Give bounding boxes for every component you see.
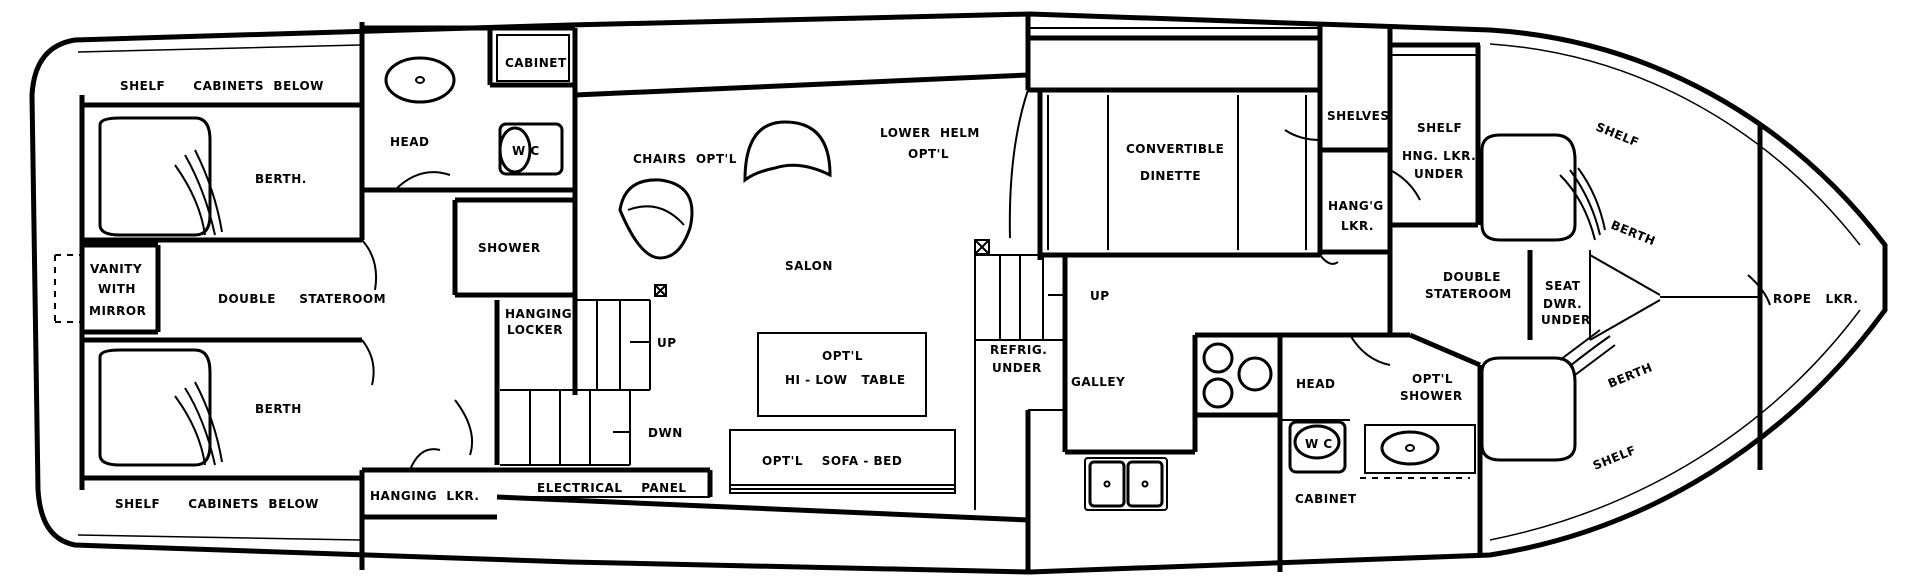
label-table-2: HI - LOW TABLE xyxy=(785,373,906,387)
hi-low-table xyxy=(757,332,927,417)
label-refrig-1: REFRIG. xyxy=(990,343,1047,357)
label-electrical-panel: ELECTRICAL PANEL xyxy=(537,481,687,495)
forward-shelf-locker xyxy=(1389,42,1481,228)
label-seat-1: SEAT xyxy=(1545,279,1581,293)
label-shelf-cabinets-top: SHELF CABINETS BELOW xyxy=(120,79,324,93)
label-lower-helm-2: OPT'L xyxy=(908,147,949,161)
galley-stairs xyxy=(974,254,1066,510)
label-convertible: CONVERTIBLE xyxy=(1126,142,1224,156)
label-shelf-cabinets-bottom: SHELF CABINETS BELOW xyxy=(115,497,319,511)
label-refrig-2: UNDER xyxy=(992,361,1042,375)
label-seat-3: UNDER xyxy=(1541,313,1591,327)
label-wc-aft: W C xyxy=(512,144,540,158)
hull-outline xyxy=(29,11,1888,575)
label-opt-shower-2: SHOWER xyxy=(1400,389,1463,403)
label-table-1: OPT'L xyxy=(822,349,863,363)
label-dwn: DWN xyxy=(648,426,683,440)
label-shelves: SHELVES xyxy=(1327,109,1390,123)
label-berth-bow-bottom: BERTH xyxy=(1606,360,1655,391)
label-up-aft: UP xyxy=(657,336,677,350)
label-vanity-2: WITH xyxy=(98,282,136,296)
label-seat-2: DWR. xyxy=(1543,297,1582,311)
label-cabinet-fwd: CABINET xyxy=(1295,492,1357,506)
label-opt-shower-1: OPT'L xyxy=(1412,372,1453,386)
label-hanging-lkr: HANGING LKR. xyxy=(370,489,479,503)
label-galley: GALLEY xyxy=(1071,375,1125,389)
label-hangg-2: LKR. xyxy=(1341,219,1374,233)
label-double-stateroom-fwd-2: STATEROOM xyxy=(1425,287,1512,301)
sofa-bed xyxy=(729,429,956,494)
label-shelf-bow-bottom: SHELF xyxy=(1591,443,1638,473)
label-sofa-bed: OPT'L SOFA - BED xyxy=(762,454,902,468)
label-double-stateroom-aft: DOUBLE STATEROOM xyxy=(218,292,386,306)
label-head-fwd: HEAD xyxy=(1296,377,1336,391)
salon-chair-2 xyxy=(618,178,694,260)
galley-symbol xyxy=(974,239,990,255)
shower xyxy=(452,197,575,298)
label-vanity-1: VANITY xyxy=(90,262,142,276)
door-swings xyxy=(361,239,1339,386)
label-berth-aft-top: BERTH. xyxy=(255,172,307,186)
label-hangg-1: HANG'G xyxy=(1328,199,1384,213)
label-rope-lkr: ROPE LKR. xyxy=(1773,292,1858,306)
label-wc-fwd: W C xyxy=(1305,437,1333,451)
dinette xyxy=(1028,87,1321,260)
label-hanging-locker-2: LOCKER xyxy=(507,323,563,337)
label-up-fwd: UP xyxy=(1090,289,1110,303)
aft-berth-bottom xyxy=(98,348,223,467)
salon-symbol xyxy=(654,284,667,297)
hanging-locker-and-stairs xyxy=(362,190,713,520)
label-berth-aft-bottom: BERTH xyxy=(255,402,302,416)
salon-walls xyxy=(496,12,1320,572)
label-shelf-bow-top: SHELF xyxy=(1594,120,1641,150)
label-vanity-3: MIRROR xyxy=(89,304,146,318)
label-salon: SALON xyxy=(785,259,833,273)
label-cabinet-aft: CABINET xyxy=(505,56,567,70)
label-dinette: DINETTE xyxy=(1140,169,1201,183)
label-lower-helm-1: LOWER HELM xyxy=(880,126,980,140)
aft-stateroom-walls xyxy=(54,22,365,570)
label-hng-lkr-2: UNDER xyxy=(1414,167,1464,181)
label-head-aft: HEAD xyxy=(390,135,430,149)
label-berth-bow-top: BERTH xyxy=(1609,218,1658,249)
label-double-stateroom-fwd-1: DOUBLE xyxy=(1443,270,1501,284)
salon-chair-1 xyxy=(743,120,832,184)
galley-counters xyxy=(1028,255,1283,572)
hull-inner-line xyxy=(77,43,1861,541)
aft-berth-top xyxy=(98,116,223,237)
forward-stateroom xyxy=(1387,125,1771,470)
label-shelf-fwd: SHELF xyxy=(1417,121,1462,135)
aft-head xyxy=(362,25,578,193)
label-hng-lkr-1: HNG. LKR. xyxy=(1402,149,1476,163)
shelves-hanging-column xyxy=(1317,22,1393,255)
fwd-berth-bottom xyxy=(1480,329,1616,462)
label-chairs-optl: CHAIRS OPT'L xyxy=(633,152,737,166)
label-shower: SHOWER xyxy=(478,241,541,255)
fwd-berth-top xyxy=(1480,133,1606,242)
label-hanging-locker-1: HANGING xyxy=(505,307,572,321)
